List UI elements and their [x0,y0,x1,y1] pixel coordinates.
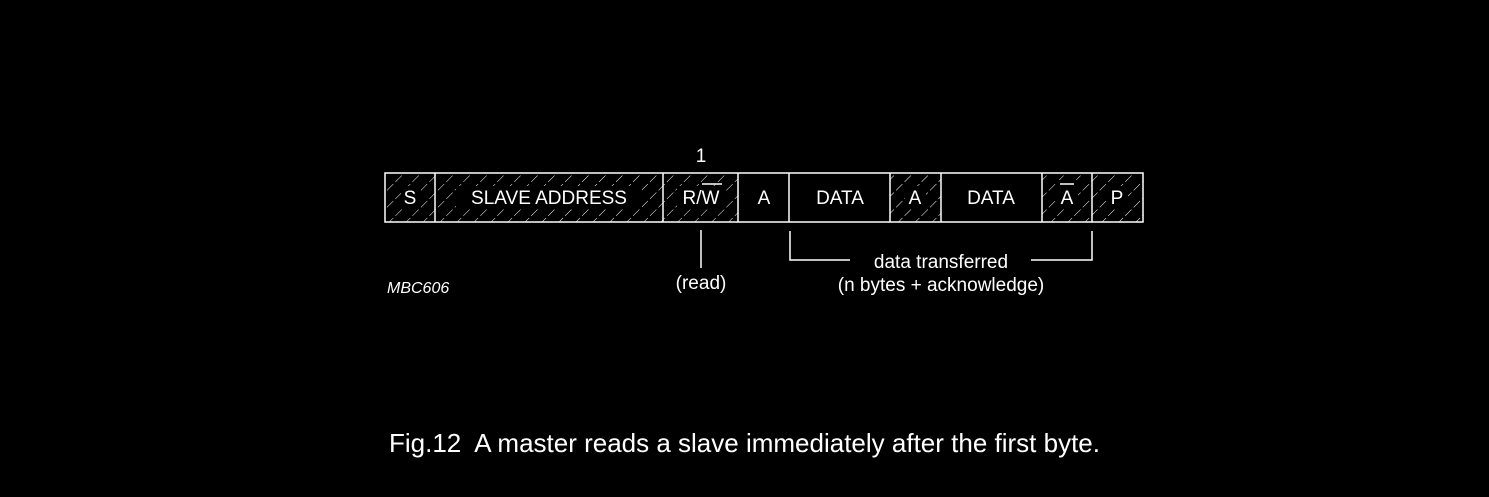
field-ack2-label: A [909,188,922,209]
read-note: (read) [676,273,727,294]
field-slave-address-label: SLAVE ADDRESS [471,188,627,209]
figure-caption: Fig.12 A master reads a slave immediatel… [389,428,1100,458]
data-bracket-right [1031,231,1093,261]
field-data2-label: DATA [967,188,1015,209]
data-bracket-left [789,231,850,261]
field-s-label: S [404,188,417,209]
label-bg-p [1107,186,1128,208]
field-rw-label: R/W [683,188,720,209]
label-bg-slave-address [456,186,642,208]
label-bg-s [401,186,419,208]
field-data1-label: DATA [816,188,864,209]
label-bg-ack2 [905,186,926,208]
figure-code: MBC606 [387,280,449,297]
data-note-line1: data transferred [874,252,1008,273]
field-nack-label: A [1061,188,1074,209]
field-p-label: P [1111,188,1124,209]
rw-bit-value: 1 [696,146,707,167]
data-note-line2: (n bytes + acknowledge) [838,275,1044,296]
frame [384,172,1144,223]
label-bg-nack [1056,180,1078,208]
label-bg-rw [677,186,725,208]
field-ack1-label: A [758,188,771,209]
